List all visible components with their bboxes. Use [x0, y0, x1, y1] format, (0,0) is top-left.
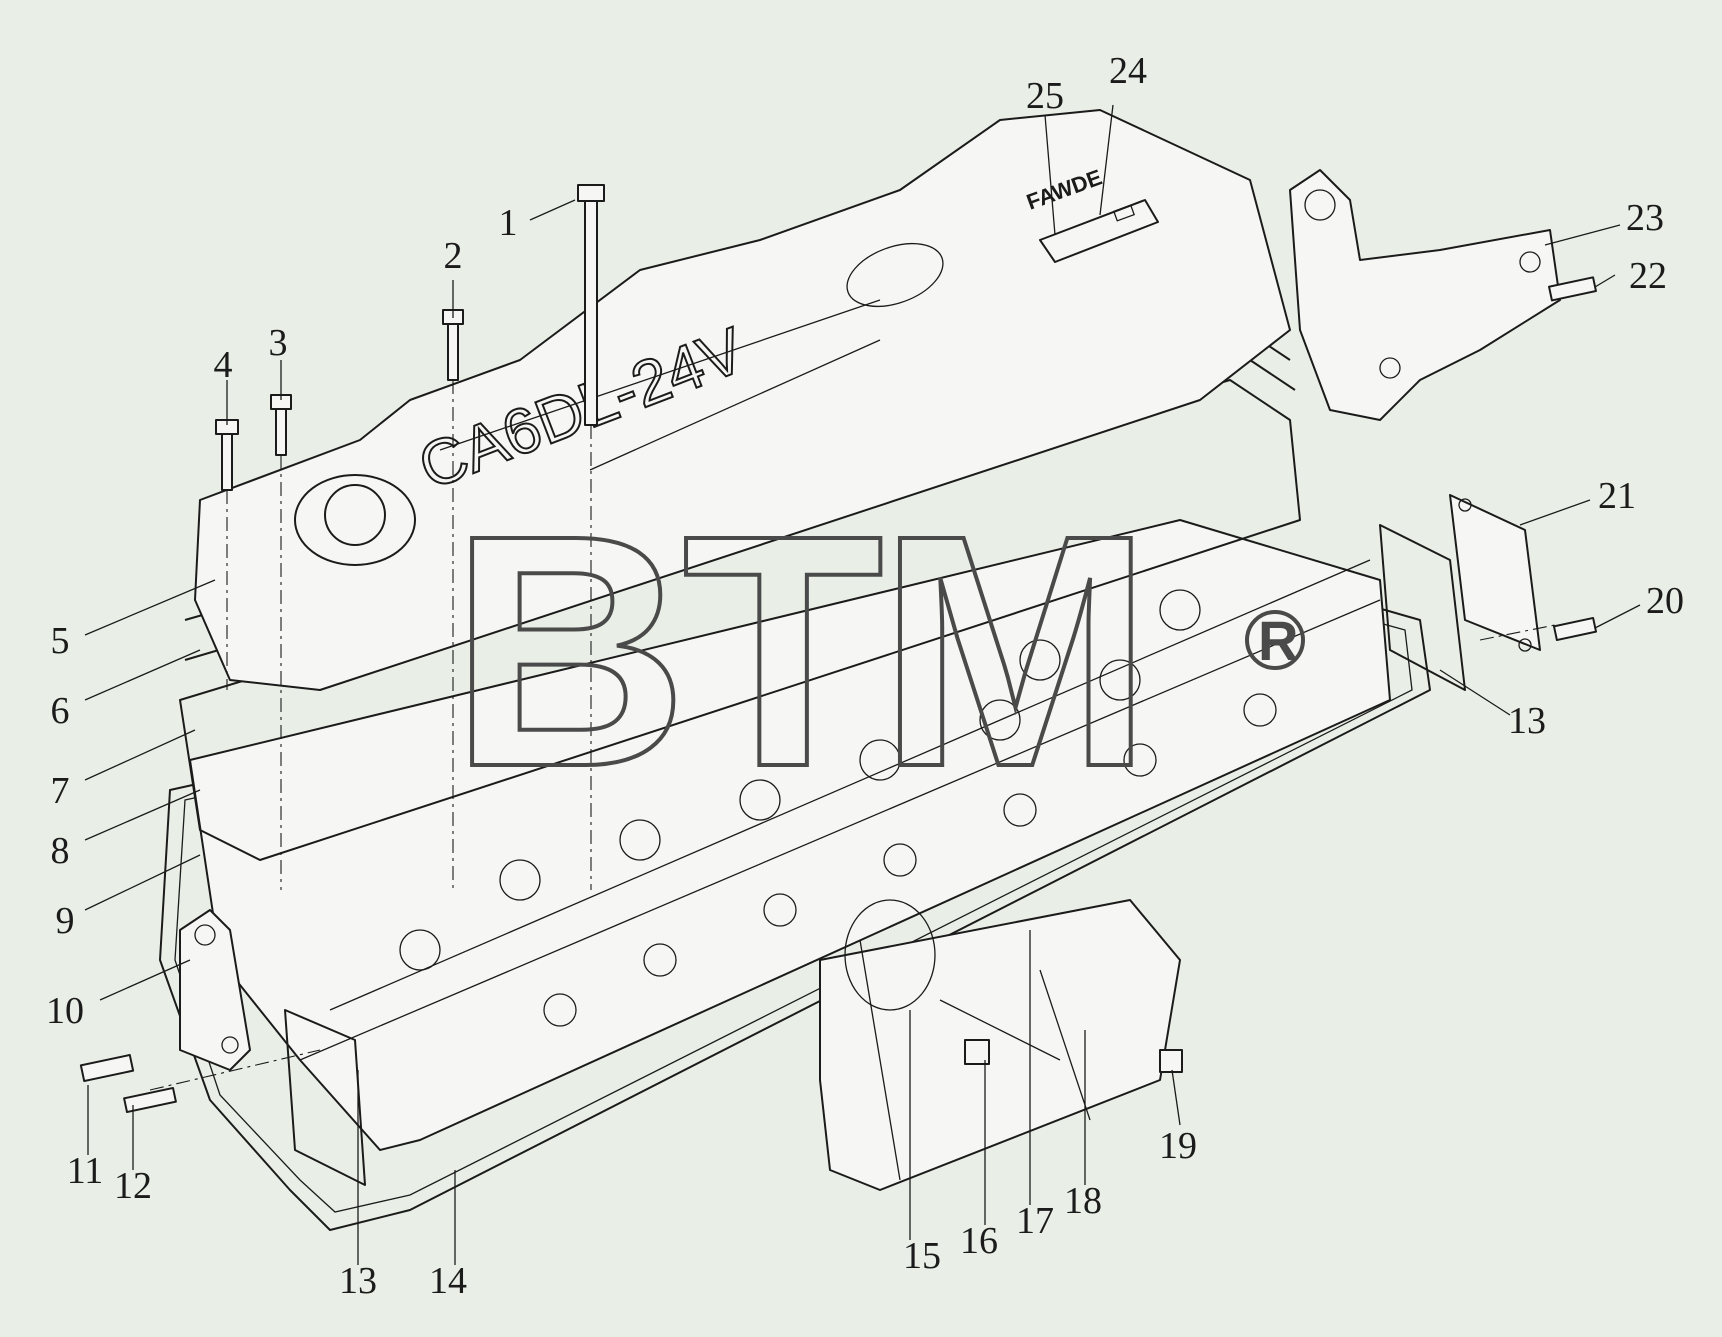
callout-22: 22 [1629, 255, 1667, 297]
callout-8: 8 [51, 830, 70, 872]
valve-cover: CA6DL-24V FAWDE [194, 109, 1291, 691]
callout-13-front: 13 [339, 1260, 377, 1302]
callout-9: 9 [56, 900, 75, 942]
cylinder-head [189, 519, 1391, 1151]
front-outlet-gasket [284, 1009, 366, 1186]
callout-7: 7 [51, 770, 70, 812]
callout-10: 10 [46, 990, 84, 1032]
callout-11: 11 [67, 1150, 104, 1192]
callout-18: 18 [1064, 1180, 1102, 1222]
callout-20: 20 [1646, 580, 1684, 622]
nameplate [1039, 199, 1159, 263]
callout-16: 16 [960, 1220, 998, 1262]
callout-5: 5 [51, 620, 70, 662]
callout-13-rear: 13 [1508, 700, 1546, 742]
callout-4: 4 [214, 344, 233, 386]
watermark: BTM R [448, 464, 1305, 837]
intake-manifold [819, 899, 1181, 1191]
callout-19: 19 [1159, 1125, 1197, 1167]
callout-14: 14 [429, 1260, 467, 1302]
callout-17: 17 [1016, 1200, 1054, 1242]
callout-3: 3 [269, 322, 288, 364]
leader-lines [84, 104, 1641, 1265]
centre-lines [149, 380, 1556, 1091]
callout-1: 1 [499, 202, 518, 244]
callout-6: 6 [51, 690, 70, 732]
callout-labels: 1 2 3 4 5 6 7 8 9 10 11 12 13 13 14 15 1… [46, 50, 1684, 1302]
callout-12: 12 [114, 1165, 152, 1207]
callout-23: 23 [1626, 197, 1664, 239]
outlet-cover-plate [1449, 494, 1541, 652]
callout-25: 25 [1026, 75, 1064, 117]
callout-21: 21 [1598, 475, 1636, 517]
outlet-gasket-right [1379, 524, 1466, 691]
lifting-bracket [1289, 169, 1561, 421]
svg-text:R: R [1258, 609, 1298, 672]
watermark-text: BTM [450, 466, 1147, 835]
callout-15: 15 [903, 1235, 941, 1277]
callout-2: 2 [444, 235, 463, 277]
callout-24: 24 [1109, 50, 1147, 92]
front-lifting-bracket [179, 909, 251, 1071]
